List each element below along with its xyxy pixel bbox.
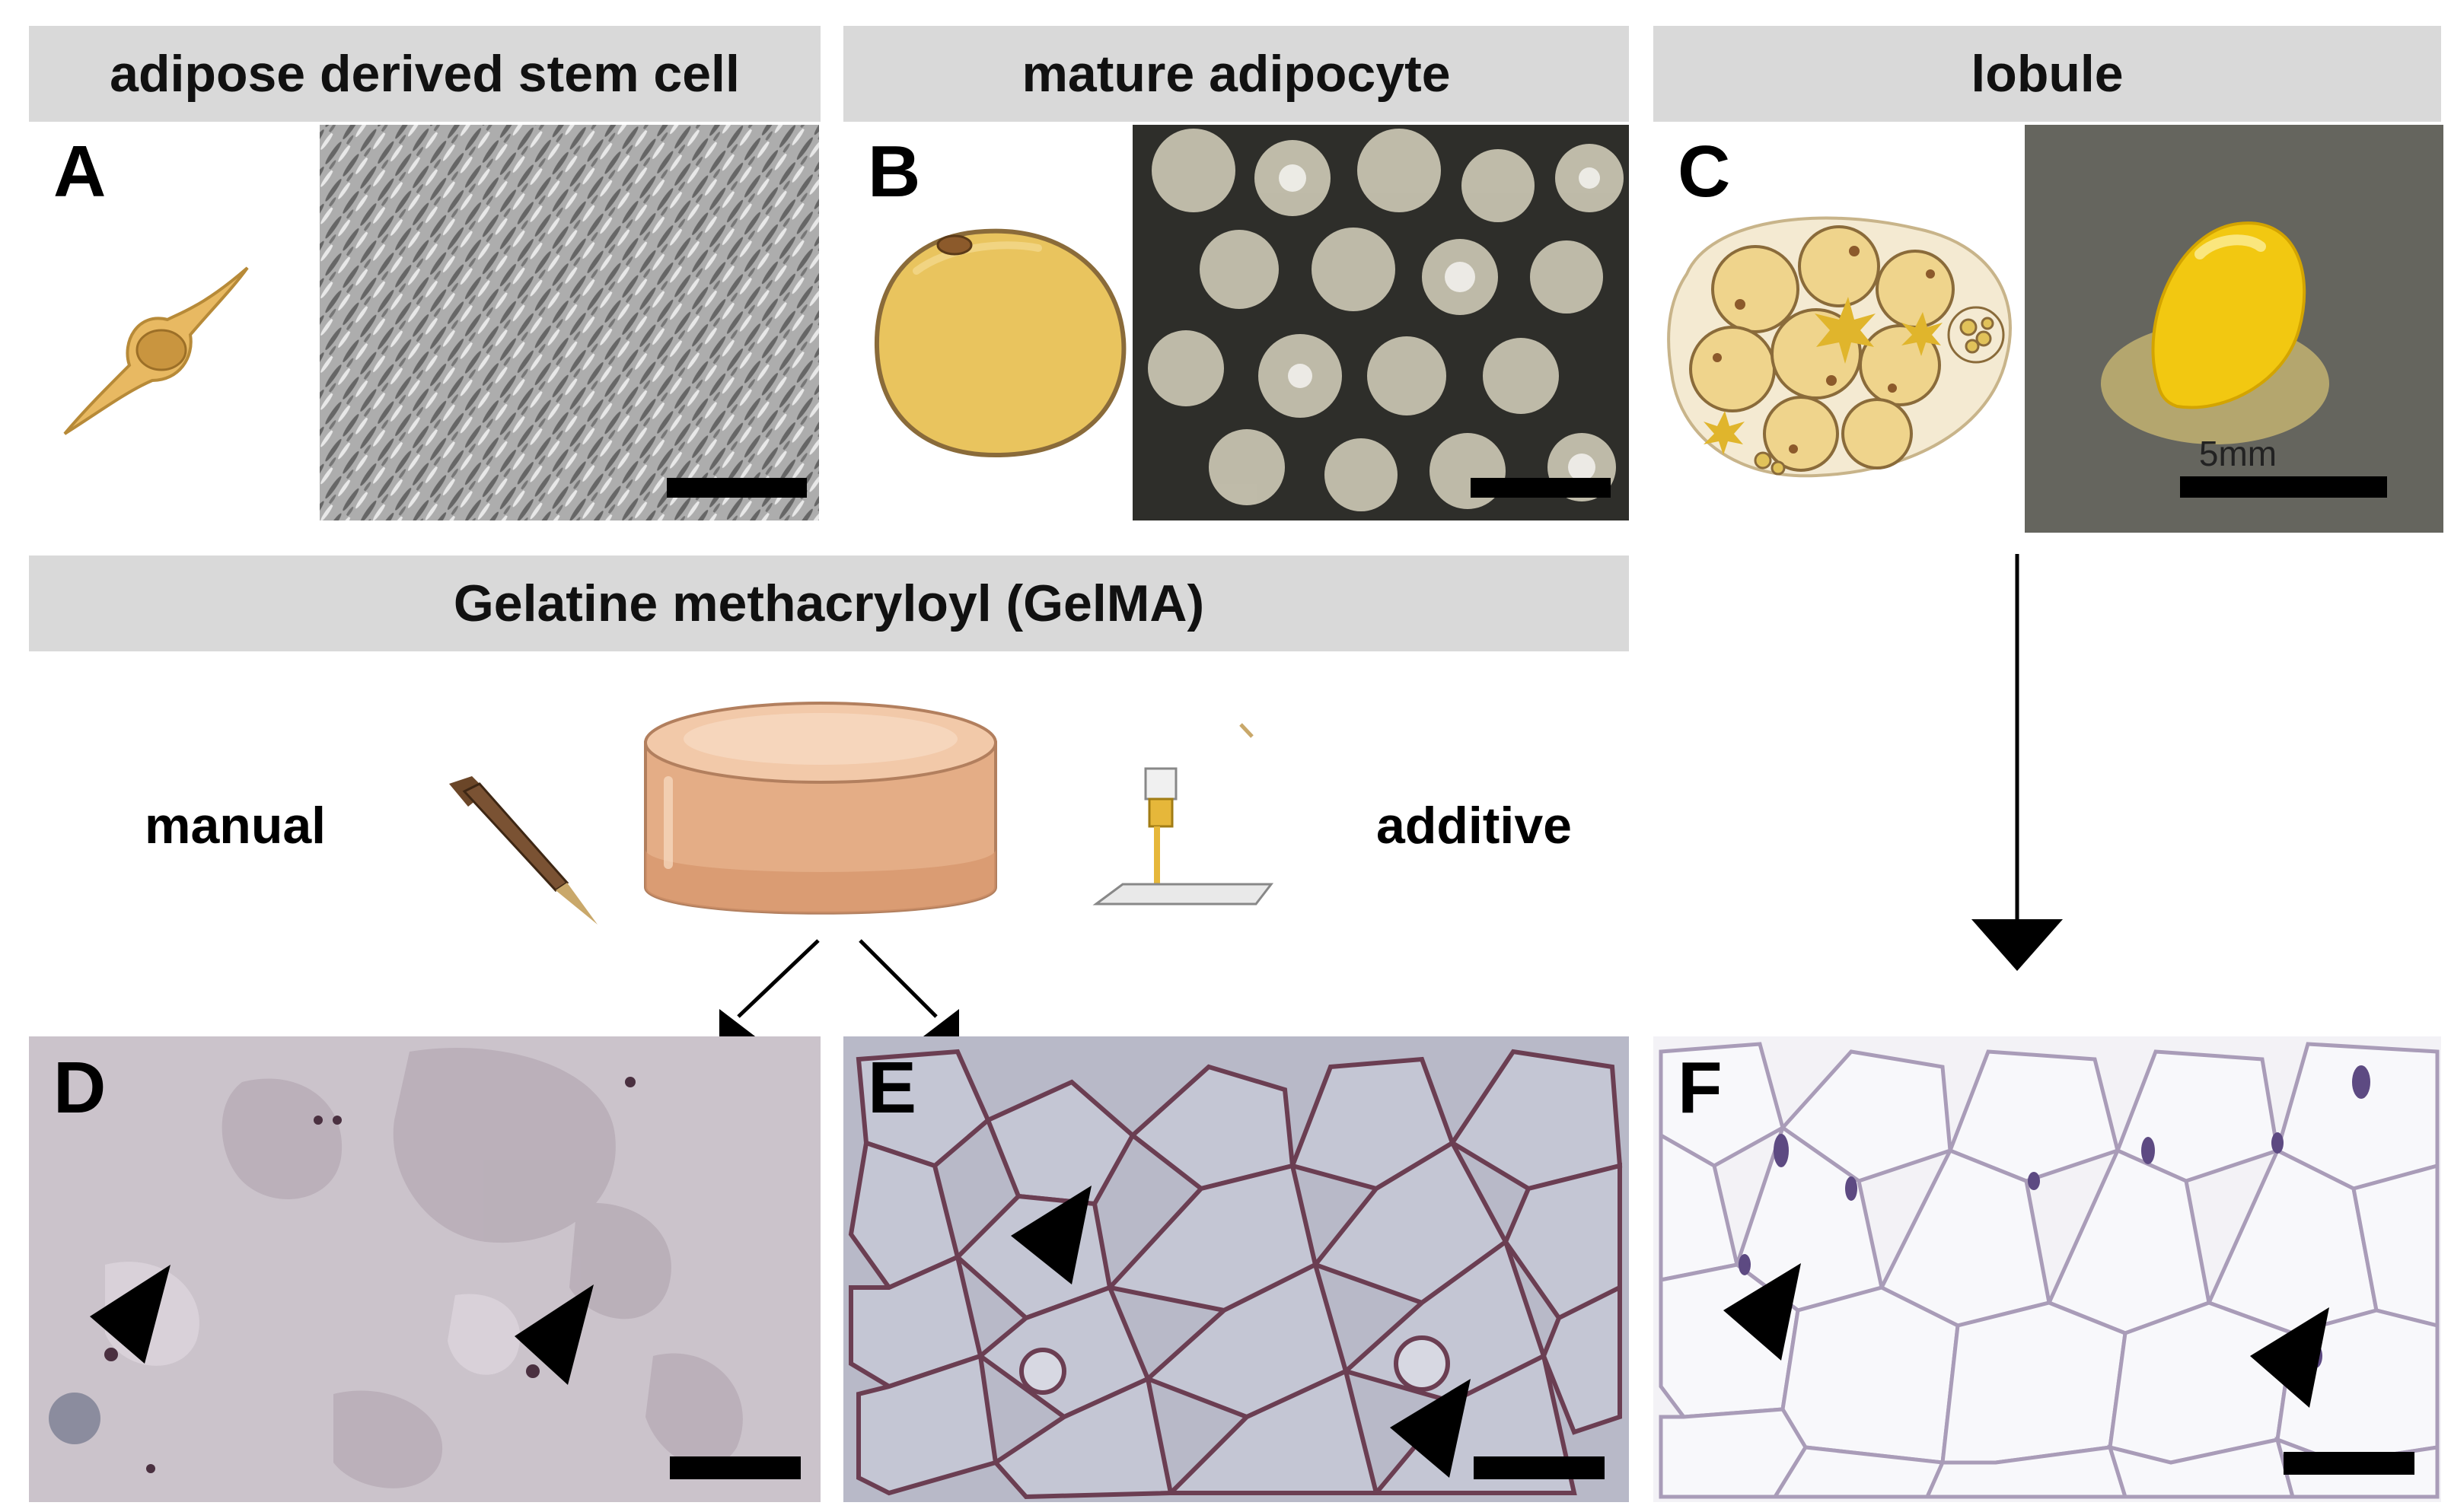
label-additive: additive: [1376, 797, 1572, 855]
arrowhead-e-1: [1011, 1186, 1092, 1284]
mature-adipocyte-micrograph: [1133, 125, 1629, 520]
scale-bar-c: [2180, 476, 2387, 498]
panel-label-d: D: [53, 1047, 107, 1128]
header-mature-adipocyte: mature adipocyte: [843, 26, 1629, 122]
header-adsc-text: adipose derived stem cell: [110, 45, 740, 103]
panel-label-f: F: [1678, 1047, 1723, 1128]
header-adipose-derived-stem-cell: adipose derived stem cell: [29, 26, 821, 122]
header-mature-text: mature adipocyte: [1022, 45, 1451, 103]
arrow-lobule-to-f: [1971, 554, 2063, 971]
scale-bar-b: [1471, 478, 1611, 498]
mature-adipocyte-illustration: [874, 228, 1127, 458]
arrowhead-f-2: [2250, 1307, 2329, 1408]
stem-cell-illustration: [63, 266, 249, 435]
arrowhead-d-2: [515, 1284, 594, 1385]
scale-bar-f: [2284, 1452, 2414, 1475]
label-manual: manual: [145, 797, 327, 855]
arrowhead-e-2: [1390, 1379, 1471, 1478]
scale-bar-e: [1474, 1456, 1605, 1479]
scale-bar-d: [670, 1456, 801, 1479]
header-lobule: lobule: [1653, 26, 2441, 122]
arrowhead-f-1: [1723, 1263, 1801, 1361]
histology-e: [843, 1036, 1629, 1502]
lobule-illustration: [1667, 216, 2012, 478]
histology-f: [1653, 1036, 2441, 1502]
panel-label-e: E: [868, 1047, 917, 1128]
panel-label-c: C: [1678, 131, 1731, 212]
histology-d: [29, 1036, 821, 1502]
panel-label-b: B: [868, 131, 921, 212]
arrowhead-d-1: [90, 1265, 171, 1364]
bioprinter-icon: [1092, 723, 1274, 906]
stem-cell-micrograph: [320, 125, 819, 520]
pipette-icon: [449, 776, 598, 925]
panel-label-a: A: [53, 131, 107, 212]
scale-bar-a: [667, 478, 807, 498]
header-lobule-text: lobule: [1971, 45, 2124, 103]
gelma-hydrogel-disc: [644, 702, 997, 915]
scale-label-5mm: 5mm: [2199, 434, 2277, 473]
header-gelma-text: Gelatine methacryloyl (GelMA): [453, 575, 1205, 632]
lobule-photo: 5mm: [2025, 125, 2443, 533]
header-gelma: Gelatine methacryloyl (GelMA): [29, 555, 1629, 651]
